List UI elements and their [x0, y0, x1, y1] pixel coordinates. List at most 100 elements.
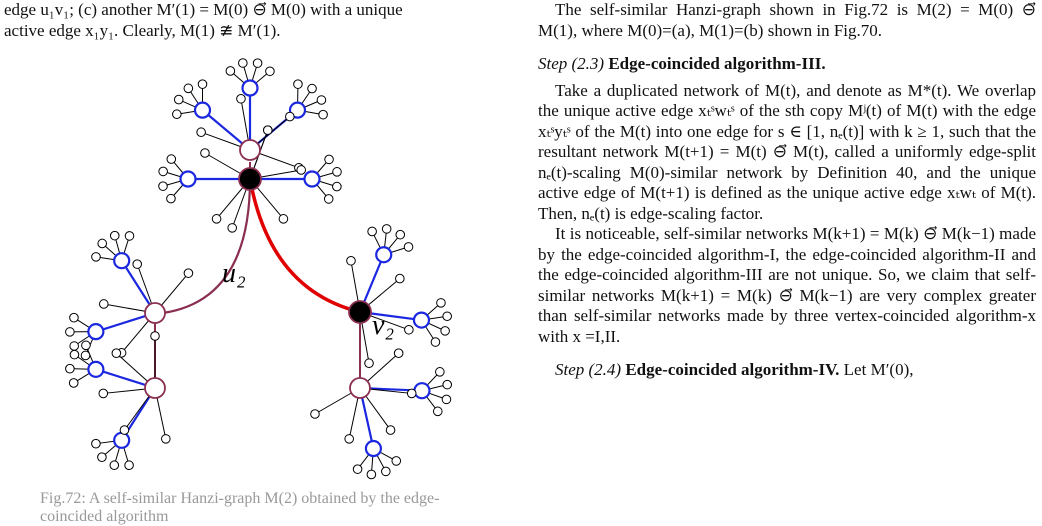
leaf-node	[294, 80, 303, 89]
leaf-node	[110, 231, 119, 240]
leaf-node	[441, 327, 450, 336]
leaf-node	[81, 351, 90, 360]
step-2-3-title: Edge-coincided algorithm-III.	[608, 54, 825, 73]
blue-node	[88, 324, 103, 339]
leaf-node	[226, 67, 235, 76]
leaf-node	[162, 435, 171, 444]
step-2-4-line: Step (2.4) Edge-coincided algorithm-IV. …	[538, 360, 1036, 381]
leaf-node	[396, 274, 405, 283]
leaf-node	[184, 269, 193, 278]
hanzi-graph-figure: u₂ v₂	[0, 90, 500, 505]
blue-node	[366, 441, 381, 456]
leaf-node	[110, 461, 119, 470]
leaf-node	[70, 350, 79, 359]
blue-node	[305, 172, 320, 187]
leaf-node	[345, 435, 354, 444]
leaf-node	[319, 110, 328, 119]
leaf-node	[98, 239, 107, 248]
blue-node	[114, 433, 129, 448]
leaf-node	[317, 96, 326, 105]
leaf-node	[404, 243, 413, 252]
leaf-node	[333, 168, 342, 177]
leaf-node	[167, 194, 176, 203]
leaf-node	[279, 215, 288, 224]
leaf-node	[69, 379, 78, 388]
label-v2: v₂	[372, 310, 394, 341]
leaf-node	[125, 461, 134, 470]
leaf-node	[239, 59, 248, 68]
black-node-u2	[239, 168, 261, 190]
leaf-node	[66, 328, 75, 337]
paragraph-2: Take a duplicated network of M(t), and d…	[538, 81, 1036, 225]
maroon-curve-edge	[163, 179, 250, 313]
leaf-node	[353, 465, 362, 474]
leaf-node	[308, 84, 317, 93]
leaf-node	[443, 380, 452, 389]
leaf-node	[198, 80, 207, 89]
right-column: The self-similar Hanzi-graph shown in Fi…	[538, 0, 1036, 381]
leaf-node	[405, 325, 414, 334]
leaf-node	[174, 95, 183, 104]
leaf-node	[266, 67, 275, 76]
blue-node	[114, 253, 129, 268]
blue-node	[414, 313, 429, 328]
blue-node	[88, 362, 103, 377]
pink-hub-node	[240, 140, 260, 160]
leaf-node	[92, 439, 101, 448]
leaf-node	[324, 195, 333, 204]
leaf-node	[436, 368, 445, 377]
leaf-node	[98, 453, 107, 462]
graph-edges	[70, 63, 447, 474]
leaf-node	[386, 426, 395, 435]
leaf-node	[347, 256, 356, 265]
blue-node	[195, 103, 210, 118]
leaf-node	[120, 426, 129, 435]
leaf-node	[82, 341, 91, 350]
leaf-node	[99, 300, 108, 309]
leaf-node	[159, 182, 168, 191]
leaf-node	[394, 349, 403, 358]
leaf-node	[228, 224, 237, 233]
leaf-node	[99, 389, 108, 398]
leaf-node	[443, 312, 452, 321]
leaf-node	[184, 84, 193, 93]
left-text-line-2: active edge x₁y₁. Clearly, M(1) ≇ M′(1).	[4, 21, 504, 42]
leaf-node	[311, 410, 320, 419]
paragraph-1: The self-similar Hanzi-graph shown in Fi…	[538, 0, 1036, 41]
pink-hub-node	[145, 378, 165, 398]
blue-node	[414, 383, 429, 398]
leaf-node	[133, 260, 142, 269]
leaf-node	[70, 313, 79, 322]
blue-node	[376, 247, 391, 262]
leaf-node	[325, 155, 334, 164]
leaf-node	[125, 232, 134, 241]
pink-hub-node	[350, 378, 370, 398]
leaf-node	[92, 253, 101, 262]
step-2-3-label: Step (2.3)	[538, 54, 604, 73]
step-2-4-text: Let M′(0),	[839, 360, 913, 379]
blue-node	[243, 81, 258, 96]
leaf-node	[263, 126, 272, 135]
black-node-v2	[349, 301, 371, 323]
leaf-node	[212, 215, 221, 224]
figure-caption-fragment: Fig.72: A self-similar Hanzi-graph M(2) …	[40, 490, 500, 505]
blue-node	[181, 172, 196, 187]
leaf-node	[112, 349, 121, 358]
leaf-node	[297, 166, 306, 175]
leaf-node	[237, 94, 246, 103]
leaf-node	[382, 225, 391, 234]
leaf-node	[407, 389, 416, 398]
leaf-node	[173, 110, 182, 119]
left-column: edge u₁v₁; (c) another M′(1) = M(0) ⊖⃗ M…	[4, 0, 504, 41]
left-text-line-1: edge u₁v₁; (c) another M′(1) = M(0) ⊖⃗ M…	[4, 0, 504, 21]
leaf-node	[396, 230, 405, 239]
leaf-node	[253, 59, 262, 68]
leaf-node	[392, 457, 401, 466]
pink-hub-node	[145, 303, 165, 323]
leaf-node	[365, 359, 374, 368]
leaf-node	[167, 155, 176, 164]
leaf-node	[431, 338, 440, 347]
label-u2: u₂	[222, 258, 246, 289]
leaf-node	[433, 407, 442, 416]
leaf-node	[159, 167, 168, 176]
